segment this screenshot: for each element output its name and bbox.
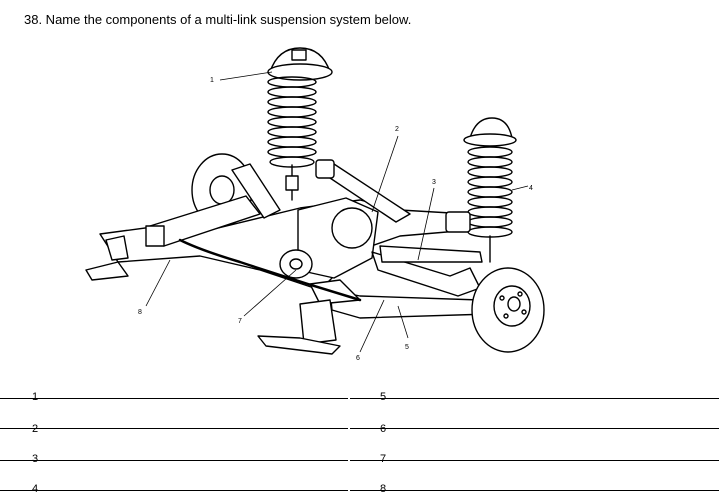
- answer-number-8: 8: [380, 483, 387, 495]
- callout-3: 3: [432, 179, 436, 186]
- callout-5: 5: [405, 344, 409, 351]
- answer-number-3: 3: [32, 453, 39, 465]
- answer-line-4[interactable]: [0, 490, 348, 491]
- callout-7: 7: [238, 318, 242, 325]
- answer-number-5: 5: [380, 391, 387, 403]
- callout-2: 2: [395, 126, 399, 133]
- answer-line-6[interactable]: [350, 428, 719, 429]
- answer-number-1: 1: [32, 391, 39, 403]
- question-text: 38. Name the components of a multi-link …: [24, 12, 412, 27]
- answer-line-5[interactable]: [350, 398, 719, 399]
- callout-6: 6: [356, 355, 360, 362]
- answer-line-7[interactable]: [350, 460, 719, 461]
- callout-4: 4: [529, 185, 533, 192]
- callout-8: 8: [138, 309, 142, 316]
- answer-line-2[interactable]: [0, 428, 348, 429]
- answer-number-2: 2: [32, 423, 39, 435]
- answer-line-8[interactable]: [350, 490, 719, 491]
- callout-labels: 1 2 3 4 5 6 7 8: [138, 77, 533, 362]
- answer-number-4: 4: [32, 483, 39, 495]
- callout-1: 1: [210, 77, 214, 84]
- answer-line-1[interactable]: [0, 398, 348, 399]
- answer-line-3[interactable]: [0, 460, 348, 461]
- answer-number-7: 7: [380, 453, 387, 465]
- answer-number-6: 6: [380, 423, 387, 435]
